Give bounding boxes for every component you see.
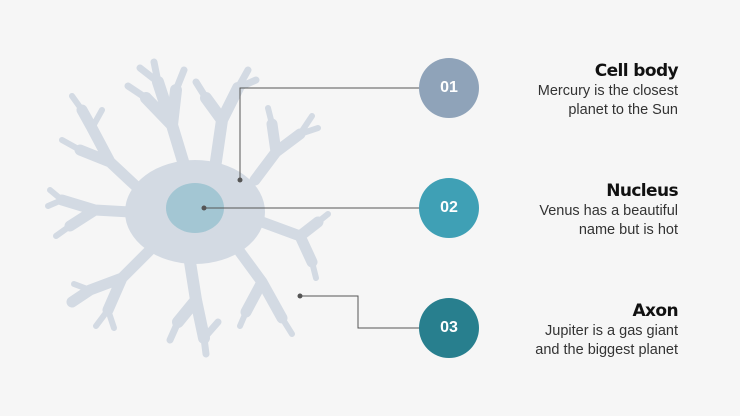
item-description-2-line-1: Venus has a beautiful xyxy=(539,203,678,219)
dendrite-lower-left xyxy=(66,244,156,316)
item-number-badge-3: 03 xyxy=(419,298,479,358)
item-number-badge-2: 02 xyxy=(419,178,479,238)
dendrite-bottom xyxy=(172,256,210,344)
dendrite-top-right xyxy=(200,82,244,174)
item-description-2-line-2: name but is hot xyxy=(578,222,678,238)
dendrite-right-small xyxy=(309,211,331,281)
dendrite-upper-left-small xyxy=(59,93,105,153)
item-description-1-line-2: planet to the Sun xyxy=(568,102,678,118)
item-title-2: Nucleus xyxy=(606,181,678,201)
item-title-1: Cell body xyxy=(594,61,679,81)
item-text-3: Axon Jupiter is a gas giant and the bigg… xyxy=(478,300,678,360)
connector-axon xyxy=(300,295,420,329)
connectors xyxy=(204,87,420,329)
dendrite-top xyxy=(140,76,191,174)
dendrite-upper-right xyxy=(249,118,306,186)
connector-dot-axon xyxy=(297,293,303,299)
dendrite-left-small xyxy=(45,187,73,239)
dendrite-lower-right-small xyxy=(237,309,295,337)
item-title-3: Axon xyxy=(632,301,678,321)
item-number-3: 03 xyxy=(440,319,458,336)
dendrite-top-small xyxy=(124,58,188,102)
dendrite-bottom-small xyxy=(166,318,222,358)
item-number-badge-1: 01 xyxy=(419,58,479,118)
item-description-3-line-2: and the biggest planet xyxy=(535,342,678,358)
connector-cell-body xyxy=(239,87,420,180)
item-number-1: 01 xyxy=(440,79,458,96)
dendrite-lower-left-small xyxy=(71,281,117,331)
dendrite-lower-right xyxy=(234,246,288,324)
neuron-cell xyxy=(45,58,331,358)
dendrite-upper-left xyxy=(74,104,146,196)
connector-dot-nucleus xyxy=(201,205,207,211)
connector-dot-cell-body xyxy=(237,177,243,183)
item-description-1-line-1: Mercury is the closest xyxy=(537,83,678,99)
dendrite-right xyxy=(256,216,324,268)
dendrite-upper-right-small xyxy=(265,105,321,137)
item-description-3-line-1: Jupiter is a gas giant xyxy=(545,323,678,339)
item-text-1: Cell body Mercury is the closest planet … xyxy=(478,60,679,120)
nucleus-shape xyxy=(166,183,224,233)
item-number-2: 02 xyxy=(440,199,458,216)
dendrite-top-right-small xyxy=(192,66,260,102)
item-text-2: Nucleus Venus has a beautiful name but i… xyxy=(478,180,678,240)
dendrite-left xyxy=(56,194,136,232)
connector-dots xyxy=(201,177,303,299)
